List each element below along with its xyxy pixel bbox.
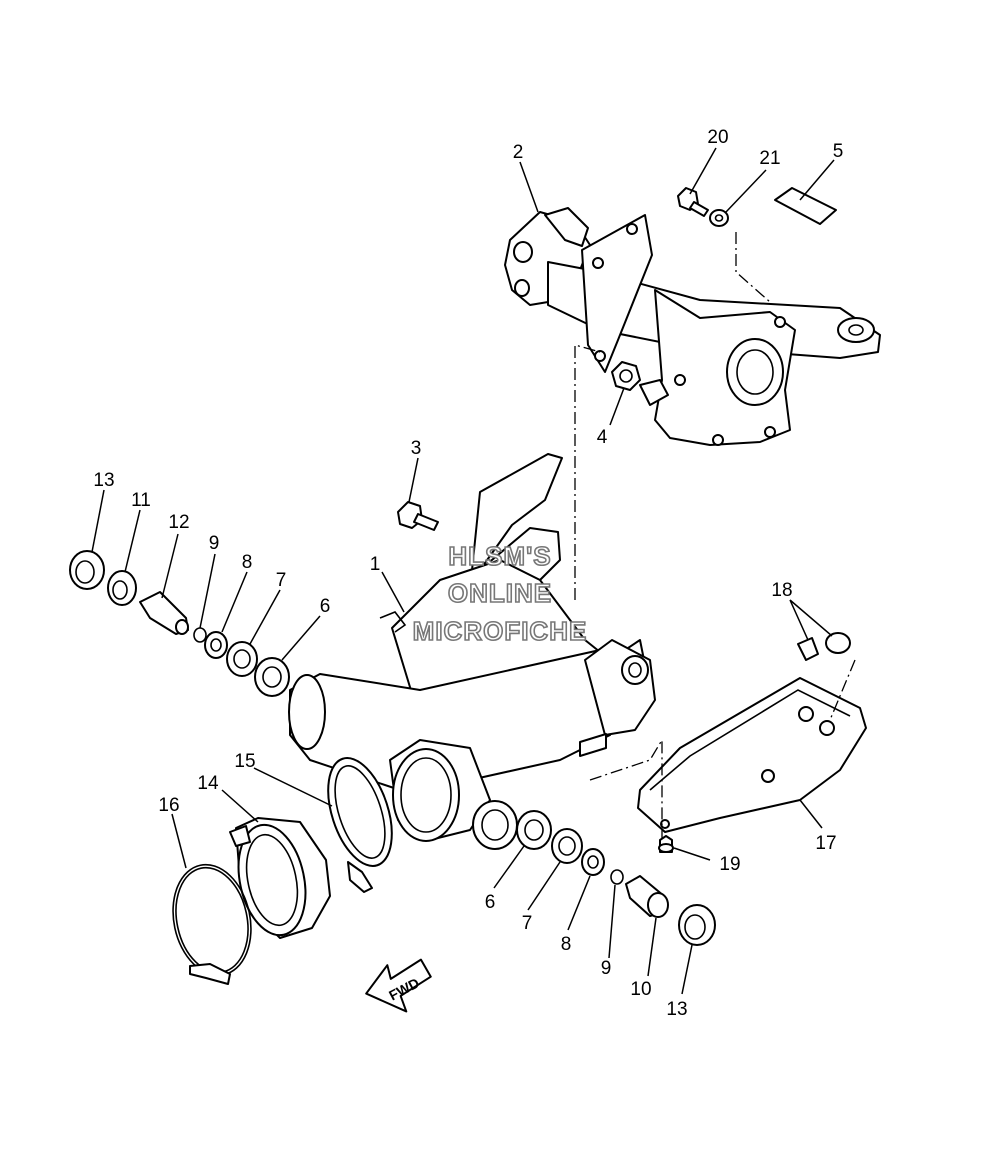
watermark: HLSM'S ONLINE MICROFICHE xyxy=(412,540,588,647)
part-18-cap-a[interactable] xyxy=(797,637,819,661)
part-14-boot[interactable] xyxy=(229,817,331,941)
part-13-cap-right[interactable] xyxy=(678,904,716,946)
part-19-bolt[interactable] xyxy=(658,835,674,853)
part-21-washer[interactable] xyxy=(709,209,729,227)
part-8-washer-left[interactable] xyxy=(204,631,228,659)
callout-10: 10 xyxy=(630,979,651,1000)
callout-18: 18 xyxy=(771,580,792,601)
callout-8-right: 8 xyxy=(561,934,572,955)
part-9-oring-right[interactable] xyxy=(610,869,624,885)
leader-lines xyxy=(91,147,835,995)
callout-14: 14 xyxy=(197,773,219,794)
callout-11: 11 xyxy=(131,490,151,511)
part-7-seal-left[interactable] xyxy=(226,641,258,677)
callout-7-left: 7 xyxy=(276,570,287,591)
part-15-gasket[interactable] xyxy=(316,750,404,893)
watermark-line-3: MICROFICHE xyxy=(413,616,588,646)
part-2-axle-housing[interactable] xyxy=(504,207,881,446)
part-12-pivot-shaft[interactable] xyxy=(139,591,189,635)
part-4-nut[interactable] xyxy=(611,361,641,391)
part-16-clamp[interactable] xyxy=(163,857,261,985)
part-10-pivot-bolt[interactable] xyxy=(625,875,669,918)
callout-1: 1 xyxy=(370,554,381,575)
alignment-line-label xyxy=(735,232,771,303)
watermark-line-1: HLSM'S xyxy=(448,541,551,571)
alignment-line-swingarm-axle xyxy=(574,344,601,600)
callout-21: 21 xyxy=(759,148,780,169)
callout-16: 16 xyxy=(158,795,179,816)
part-3-bolt[interactable] xyxy=(397,501,439,531)
callout-numbers: 2 20 21 5 4 3 1 13 11 12 9 8 7 6 18 15 1… xyxy=(93,127,843,1020)
callout-13-left: 13 xyxy=(93,470,114,491)
part-5-label[interactable] xyxy=(774,187,837,225)
alignment-line-cover xyxy=(589,737,663,838)
callout-13-right: 13 xyxy=(666,999,687,1020)
part-9-oring-left[interactable] xyxy=(193,627,207,643)
part-13-cap-left[interactable] xyxy=(69,550,105,590)
part-17-cover[interactable] xyxy=(637,677,867,833)
callout-6-left: 6 xyxy=(320,596,331,617)
callout-5: 5 xyxy=(833,141,844,162)
part-7-seal-right[interactable] xyxy=(551,828,583,864)
callout-4: 4 xyxy=(597,427,608,448)
alignment-line-cap xyxy=(829,659,856,721)
part-20-bolt[interactable] xyxy=(677,187,709,217)
callout-15: 15 xyxy=(234,751,255,772)
part-1-swingarm[interactable] xyxy=(288,453,656,850)
part-6-bearing-right[interactable] xyxy=(516,810,552,850)
callout-3: 3 xyxy=(411,438,422,459)
fwd-arrow: FWD xyxy=(365,958,432,1013)
callout-7-right: 7 xyxy=(522,913,533,934)
callout-9-left: 9 xyxy=(209,533,220,554)
callout-6-right: 6 xyxy=(485,892,496,913)
callout-9-right: 9 xyxy=(601,958,612,979)
callout-19: 19 xyxy=(719,854,740,875)
part-6-bearing-left[interactable] xyxy=(254,657,290,697)
callout-17: 17 xyxy=(815,833,836,854)
part-18-cap-b[interactable] xyxy=(825,632,851,654)
callout-20: 20 xyxy=(707,127,728,148)
watermark-line-2: ONLINE xyxy=(448,578,552,608)
part-8-washer-right[interactable] xyxy=(581,848,605,876)
part-11-bushing[interactable] xyxy=(107,570,137,606)
callout-2: 2 xyxy=(513,142,524,163)
callout-12: 12 xyxy=(168,512,189,533)
callout-8-left: 8 xyxy=(242,552,253,573)
